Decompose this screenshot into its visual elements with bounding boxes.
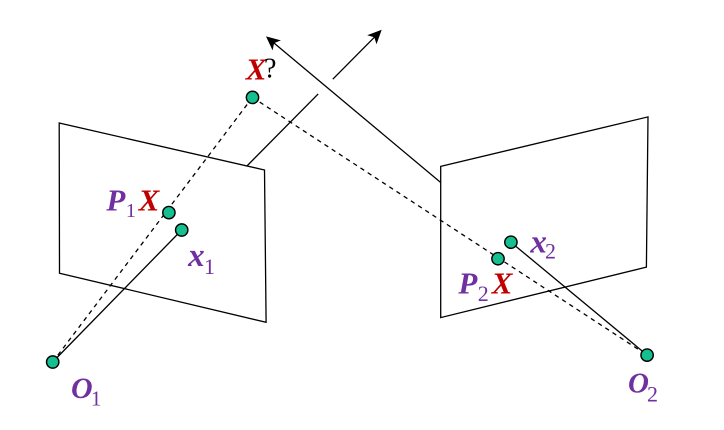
svg-text:?: ? [264, 54, 276, 85]
svg-text:O: O [628, 367, 649, 399]
svg-text:1: 1 [91, 386, 102, 410]
svg-text:O: O [71, 372, 93, 405]
svg-text:1: 1 [204, 254, 215, 279]
svg-text:P: P [457, 265, 478, 300]
svg-text:2: 2 [545, 239, 556, 264]
svg-text:x: x [187, 238, 205, 274]
svg-text:2: 2 [478, 281, 489, 306]
svg-text:1: 1 [126, 200, 136, 222]
svg-text:x: x [529, 224, 547, 260]
svg-text:X: X [138, 182, 161, 217]
svg-text:2: 2 [647, 382, 658, 407]
svg-text:X: X [491, 265, 514, 300]
svg-text:X: X [245, 51, 268, 86]
svg-text:P: P [105, 182, 126, 217]
